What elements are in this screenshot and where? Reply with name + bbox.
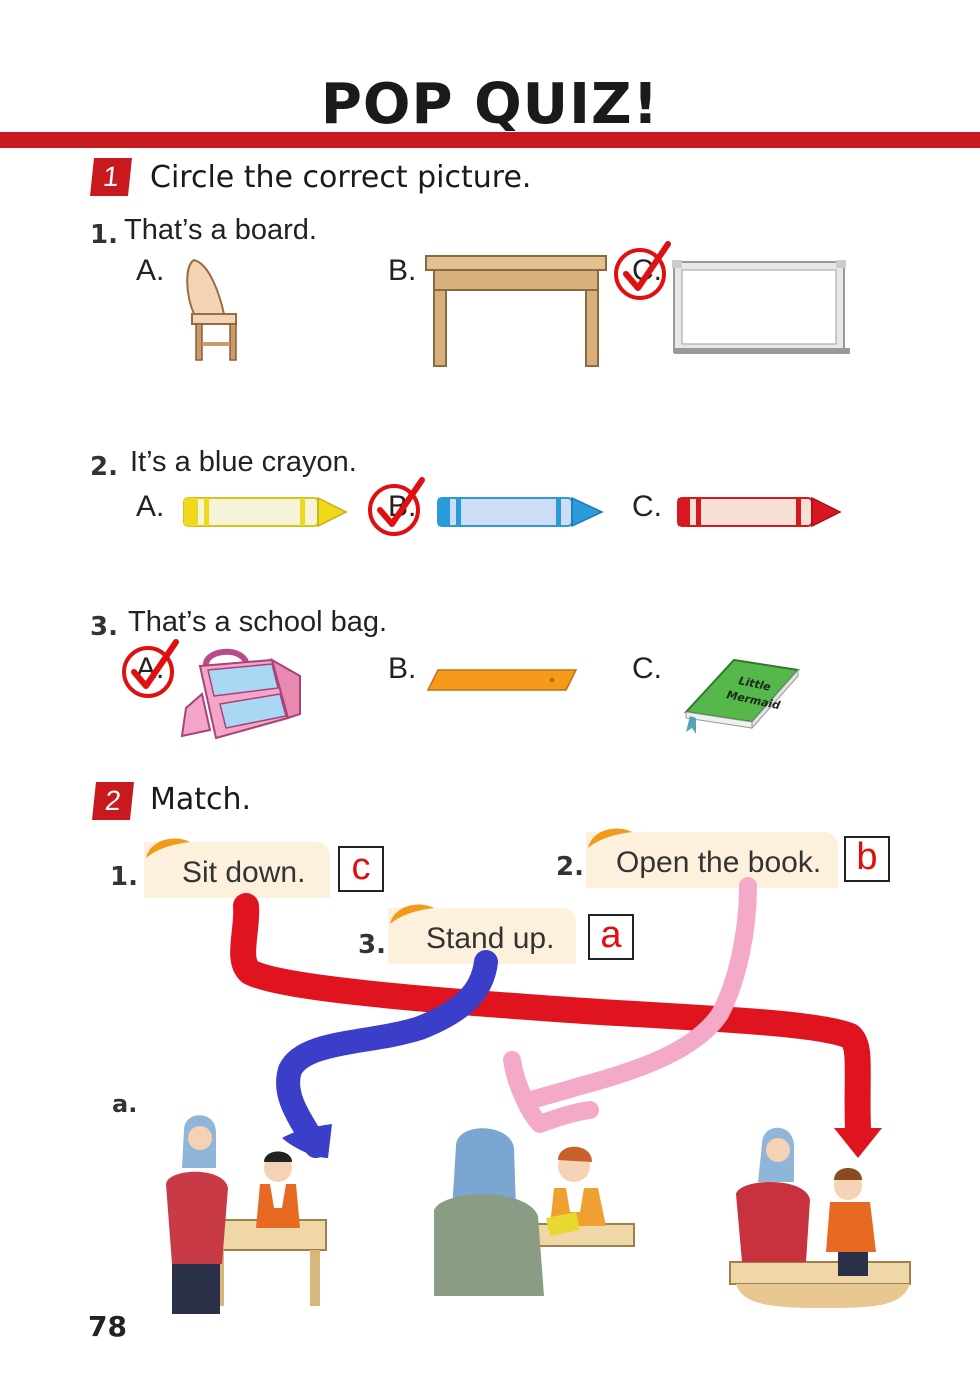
match-line-pink [517,877,757,1111]
picture-a-label: a. [112,1090,138,1118]
q3-option-b[interactable]: B. [388,652,417,685]
check-mark-icon [614,241,671,300]
question-3-text: That’s a school bag. [128,606,388,638]
picture-teacher-standing-boy[interactable] [726,1122,922,1318]
question-2-text: It’s a blue crayon. [130,446,357,478]
match-2-number: 2. [556,852,584,882]
arrow-head-blue-icon [282,1124,332,1158]
title-divider [0,132,980,148]
match-1-phrase[interactable]: Sit down. [144,838,330,898]
question-1-text: That’s a board. [124,214,317,246]
leaf-icon [588,828,632,848]
picture-teacher-sitting-boy[interactable] [150,1108,360,1320]
match-1-phrase-text: Sit down. [182,856,306,889]
school-bag-icon[interactable] [176,648,308,744]
red-crayon-icon[interactable] [676,494,846,530]
match-1-number: 1. [110,862,138,892]
question-1-number: 1. [90,220,118,250]
q1-option-b[interactable]: B. [388,254,417,287]
question-2-number: 2. [90,452,118,482]
ruler-icon[interactable] [426,668,578,696]
match-line-red [230,893,871,1143]
yellow-crayon-icon[interactable] [182,494,352,530]
chair-icon[interactable] [180,256,250,366]
arrow-head-red-icon [834,1128,882,1158]
blue-crayon-icon[interactable] [436,494,608,530]
match-3-number: 3. [358,930,386,960]
page-title: POP QUIZ! [320,72,660,137]
section-1-instruction: Circle the correct picture. [150,160,532,195]
q2-option-a[interactable]: A. [136,490,165,523]
match-3-phrase-text: Stand up. [426,922,555,955]
q2-option-c[interactable]: C. [632,490,662,523]
book-icon[interactable]: Little Mermaid [676,656,802,734]
match-2-answer[interactable]: b [844,836,890,882]
check-mark-icon [122,639,179,698]
match-line-blue [276,950,498,1158]
question-3-number: 3. [90,612,118,642]
match-2-phrase[interactable]: Open the book. [586,828,838,888]
leaf-icon [146,838,190,858]
check-mark-icon [368,477,425,536]
arrow-head-pink-icon [503,1051,599,1133]
match-3-answer[interactable]: a [588,914,634,960]
page-number: 78 [88,1310,127,1343]
match-2-phrase-text: Open the book. [616,846,822,879]
whiteboard-icon[interactable] [672,260,852,358]
section-2-instruction: Match. [150,782,252,817]
q1-option-a[interactable]: A. [136,254,165,287]
table-icon[interactable] [424,254,608,370]
picture-teacher-boy-opening-book[interactable] [434,1126,635,1296]
match-1-answer[interactable]: c [338,846,384,892]
leaf-icon [390,904,434,924]
q3-option-c[interactable]: C. [632,652,662,685]
